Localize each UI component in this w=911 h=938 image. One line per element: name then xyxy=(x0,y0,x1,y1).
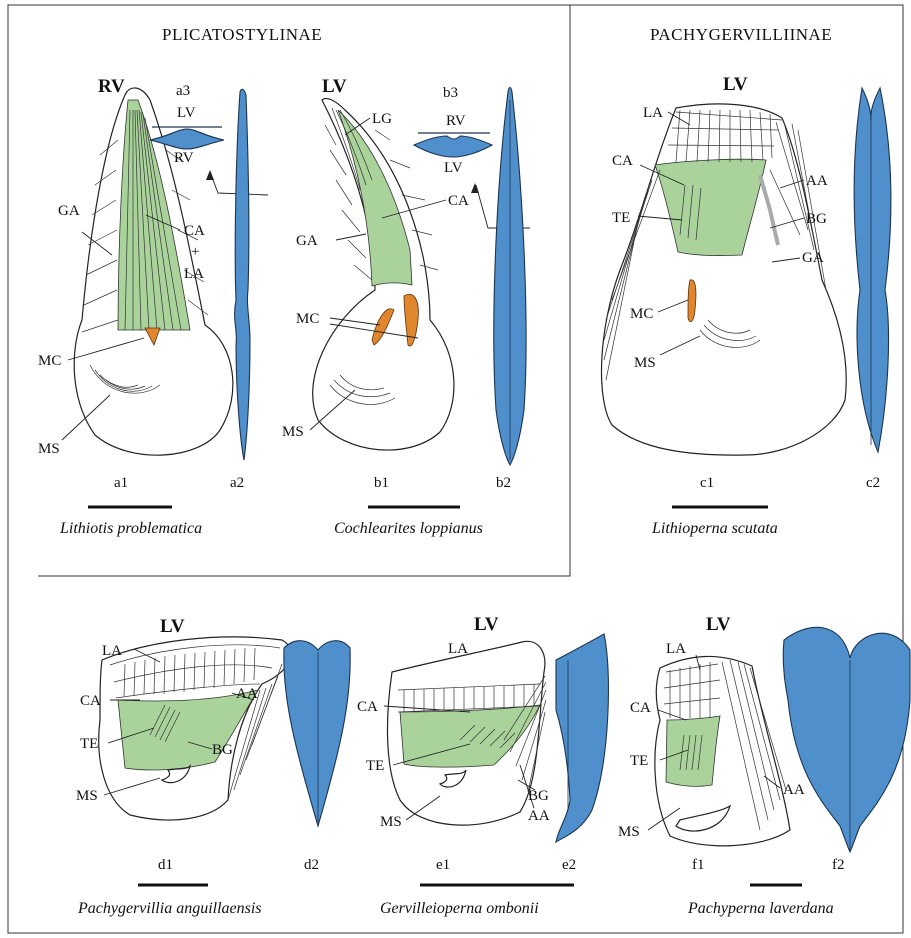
valve-tag-e: LV xyxy=(474,614,499,635)
species-f: Pachyperna laverdana xyxy=(687,900,834,917)
label-ca-c: CA xyxy=(612,153,633,169)
label-ms-d: MS xyxy=(76,788,98,804)
heading-plicatostylinae: PLICATOSTYLINAE xyxy=(162,25,322,44)
species-e: Gervilleioperna ombonii xyxy=(380,900,539,917)
label-ca-f: CA xyxy=(630,700,651,716)
label-plus-a: + xyxy=(191,244,199,260)
species-d: Pachygervillia anguillaensis xyxy=(77,900,262,917)
label-ga-b: GA xyxy=(296,233,318,249)
label-mc-c: MC xyxy=(630,306,653,322)
panel-f1: f1 xyxy=(692,857,705,873)
label-lg-b: LG xyxy=(372,111,392,127)
species-a: Lithiotis problematica xyxy=(59,520,202,537)
panel-b2: b2 xyxy=(496,475,511,491)
panel-a2: a2 xyxy=(230,475,244,491)
shell-f1 xyxy=(655,656,790,845)
label-ms-b: MS xyxy=(282,424,304,440)
label-la-f: LA xyxy=(666,641,686,657)
side-section-d2 xyxy=(284,641,350,826)
label-aa-c: AA xyxy=(806,173,828,189)
label-ca-d: CA xyxy=(80,693,101,709)
valve-tag-b: LV xyxy=(322,76,347,97)
section-label-a3: a3 xyxy=(176,83,190,99)
valve-tag-f: LV xyxy=(706,614,731,635)
label-ms-c: MS xyxy=(634,355,656,371)
panel-e2: e2 xyxy=(562,857,576,873)
label-ga-c: GA xyxy=(802,250,824,266)
shell-c1 xyxy=(602,104,847,455)
section-a3-bottom: RV xyxy=(174,150,194,166)
panel-c1: c1 xyxy=(700,475,714,491)
label-bg-c: BG xyxy=(806,211,827,227)
label-ms-f: MS xyxy=(618,824,640,840)
label-ms-a: MS xyxy=(38,441,60,457)
shell-d1 xyxy=(99,637,291,820)
valve-tag-c: LV xyxy=(723,74,748,95)
valve-tag-a: RV xyxy=(98,76,125,97)
section-b3-bottom: LV xyxy=(444,160,463,176)
side-section-e2 xyxy=(556,634,608,842)
panel-d1: d1 xyxy=(158,857,173,873)
label-aa-e: AA xyxy=(528,808,550,824)
label-la-e: LA xyxy=(448,641,468,657)
label-ca-e: CA xyxy=(357,699,378,715)
species-b: Cochlearites loppianus xyxy=(334,520,483,537)
side-section-a2 xyxy=(235,89,250,460)
species-c: Lithioperna scutata xyxy=(651,520,778,537)
label-mc-b: MC xyxy=(296,311,319,327)
side-section-c2 xyxy=(854,88,891,452)
label-bg-d: BG xyxy=(212,742,233,758)
label-bg-e: BG xyxy=(528,788,549,804)
section-label-b3: b3 xyxy=(443,85,458,101)
label-la-a: LA xyxy=(184,266,204,282)
heading-pachygervilliinae: PACHYGERVILLIINAE xyxy=(650,25,832,44)
valve-tag-d: LV xyxy=(160,616,185,637)
label-ms-e: MS xyxy=(380,814,402,830)
label-mc-a: MC xyxy=(38,353,61,369)
cross-section-b3 xyxy=(414,133,492,157)
panel-a1: a1 xyxy=(114,475,128,491)
label-ga-a: GA xyxy=(58,203,80,219)
section-a3-top: LV xyxy=(177,105,196,121)
label-aa-d: AA xyxy=(236,686,258,702)
panel-f2: f2 xyxy=(832,857,845,873)
shell-e1 xyxy=(387,641,546,825)
label-te-f: TE xyxy=(630,753,648,769)
label-la-c: LA xyxy=(643,105,663,121)
panel-c2: c2 xyxy=(866,475,880,491)
label-te-d: TE xyxy=(80,736,98,752)
label-la-d: LA xyxy=(102,643,122,659)
label-aa-f: AA xyxy=(783,782,805,798)
label-ca-b: CA xyxy=(448,193,469,209)
label-ca-a: CA xyxy=(184,223,205,239)
side-section-f2 xyxy=(783,627,910,852)
label-te-e: TE xyxy=(366,758,384,774)
panel-e1: e1 xyxy=(436,857,450,873)
section-b3-top: RV xyxy=(446,113,466,129)
panel-d2: d2 xyxy=(304,857,319,873)
panel-b1: b1 xyxy=(374,475,389,491)
label-te-c: TE xyxy=(612,210,630,226)
